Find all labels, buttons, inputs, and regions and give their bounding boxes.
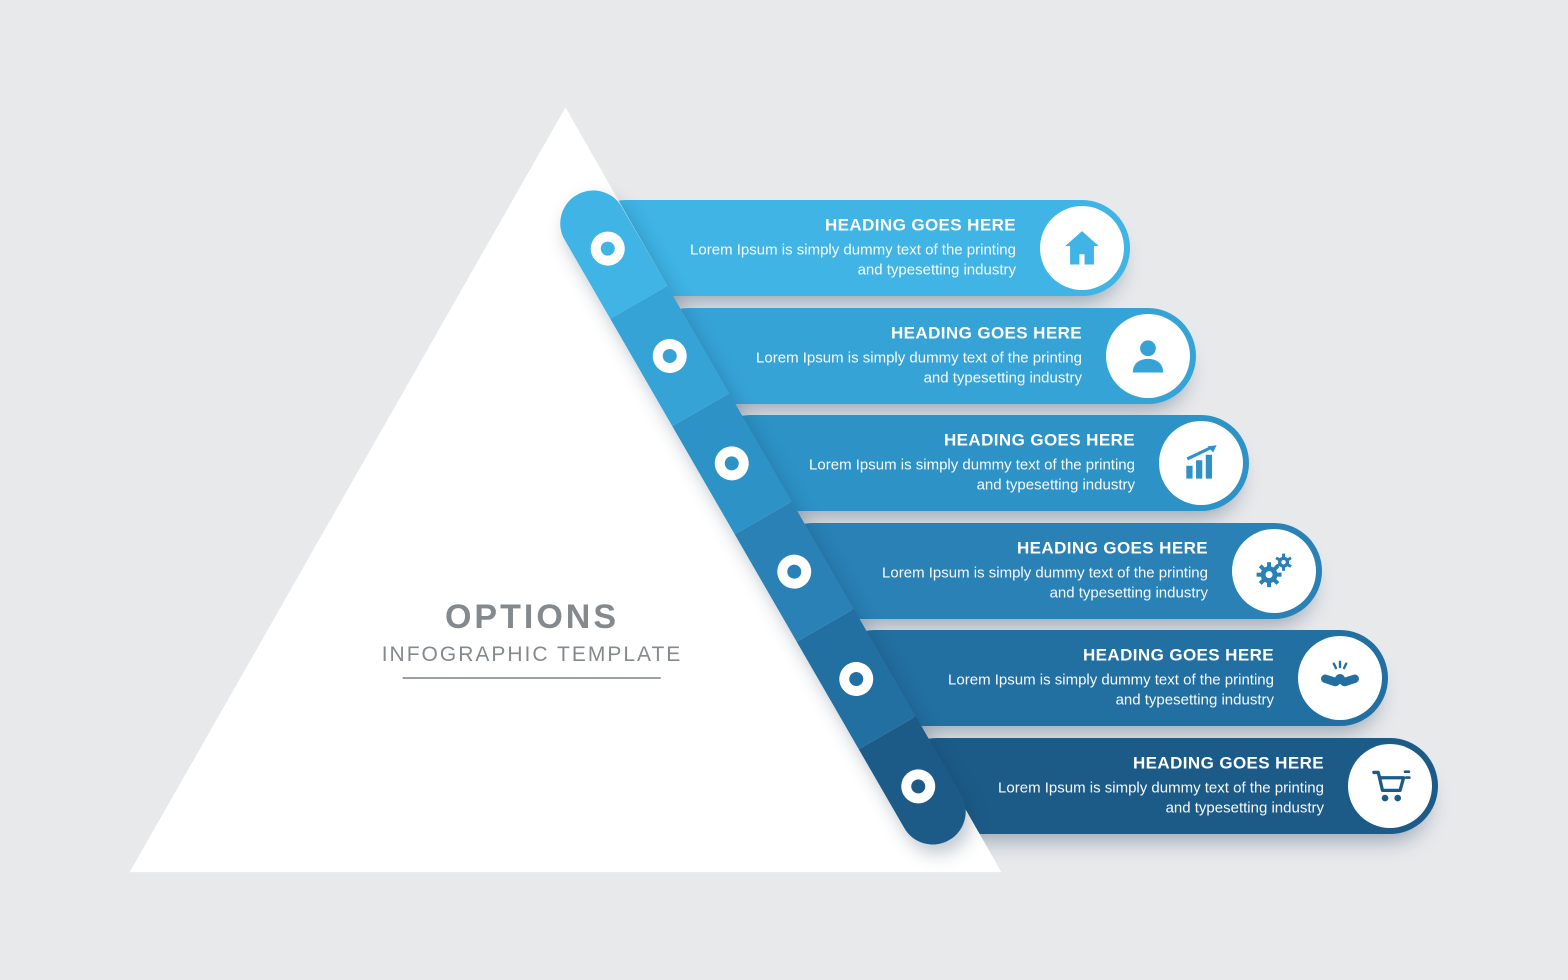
bar-text-block: HEADING GOES HERE Lorem Ipsum is simply … [878, 539, 1208, 604]
home-icon [1065, 231, 1099, 265]
user-icon [1132, 340, 1164, 373]
band-marker-dot [708, 440, 756, 487]
bar-body: Lorem Ipsum is simply dummy text of the … [756, 349, 1082, 387]
icon-circle [1040, 206, 1124, 290]
bar-text-block: HEADING GOES HERE Lorem Ipsum is simply … [944, 646, 1274, 711]
bar-heading: HEADING GOES HERE [1083, 645, 1274, 665]
shopping-cart-icon [1372, 770, 1411, 802]
bar-body: Lorem Ipsum is simply dummy text of the … [690, 241, 1016, 279]
icon-circle [1159, 421, 1243, 505]
bar-heading: HEADING GOES HERE [825, 215, 1016, 235]
option-bar: HEADING GOES HERE Lorem Ipsum is simply … [827, 630, 1388, 726]
option-bar: HEADING GOES HERE Lorem Ipsum is simply … [703, 415, 1249, 511]
growth-chart-icon [1186, 445, 1217, 479]
bar-heading: HEADING GOES HERE [1017, 538, 1208, 558]
bar-body: Lorem Ipsum is simply dummy text of the … [882, 564, 1208, 602]
band-marker-dot [584, 225, 632, 272]
page-title: OPTIONS [444, 598, 620, 636]
icon-circle [1106, 314, 1190, 398]
bar-heading: HEADING GOES HERE [1133, 753, 1324, 773]
option-bar: HEADING GOES HERE Lorem Ipsum is simply … [641, 308, 1196, 404]
handshake-icon [1321, 660, 1359, 687]
gears-icon [1256, 553, 1292, 588]
icon-circle [1298, 636, 1382, 720]
bar-heading: HEADING GOES HERE [891, 323, 1082, 343]
bar-text-block: HEADING GOES HERE Lorem Ipsum is simply … [686, 216, 1016, 281]
bar-body: Lorem Ipsum is simply dummy text of the … [998, 779, 1324, 817]
bar-heading: HEADING GOES HERE [944, 430, 1135, 450]
icon-circle [1232, 529, 1316, 613]
option-bar: HEADING GOES HERE Lorem Ipsum is simply … [765, 523, 1322, 619]
page-subtitle: INFOGRAPHIC TEMPLATE [381, 643, 683, 666]
bar-text-block: HEADING GOES HERE Lorem Ipsum is simply … [805, 431, 1135, 496]
band-marker-dot [770, 548, 818, 595]
band-marker-dot [832, 655, 880, 703]
bar-body: Lorem Ipsum is simply dummy text of the … [948, 671, 1274, 709]
title-divider [403, 677, 661, 679]
band-marker-dot [646, 332, 694, 380]
icon-circle [1348, 744, 1432, 828]
band-marker-dot [894, 763, 942, 810]
bar-text-block: HEADING GOES HERE Lorem Ipsum is simply … [994, 754, 1324, 819]
pyramid-title-block: OPTIONS INFOGRAPHIC TEMPLATE [382, 598, 683, 679]
bar-text-block: HEADING GOES HERE Lorem Ipsum is simply … [752, 324, 1082, 389]
option-bar: HEADING GOES HERE Lorem Ipsum is simply … [578, 200, 1130, 296]
option-bar: HEADING GOES HERE Lorem Ipsum is simply … [889, 738, 1438, 834]
bar-body: Lorem Ipsum is simply dummy text of the … [809, 456, 1135, 494]
